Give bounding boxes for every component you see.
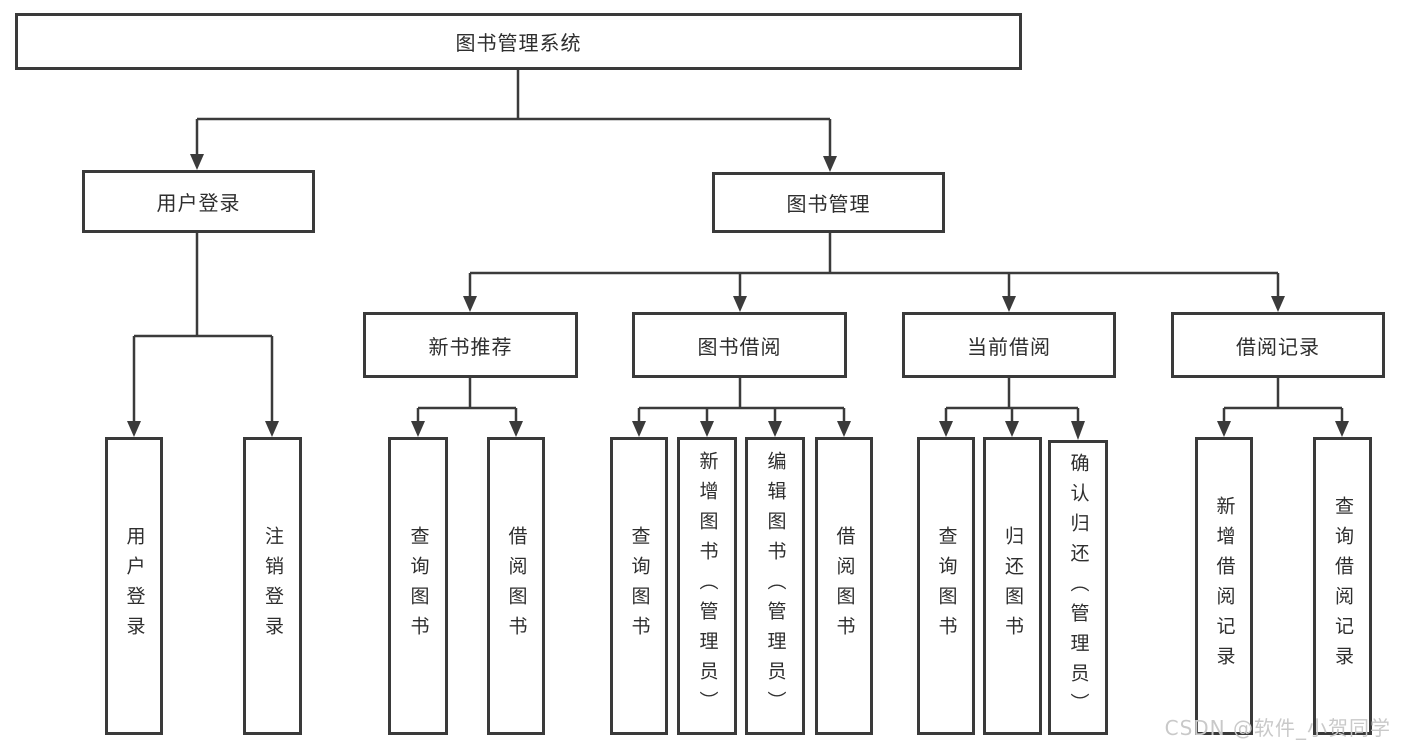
leaf-borrow-books: 借阅图书 — [815, 437, 873, 735]
leaf-borrow-books-label: 借阅图书 — [833, 526, 856, 646]
leaf-confirm-return-admin-label: 确认归还（管理员） — [1067, 452, 1090, 723]
leaf-return-books: 归还图书 — [983, 437, 1042, 735]
leaf-query-borrow-record: 查询借阅记录 — [1313, 437, 1372, 735]
leaf-user-login-label: 用户登录 — [123, 526, 146, 646]
leaf-query-books-borrow-label: 查询图书 — [628, 526, 651, 646]
leaf-query-books-current: 查询图书 — [917, 437, 975, 735]
leaf-query-books-current-label: 查询图书 — [935, 526, 958, 646]
leaf-add-books-admin-label: 新增图书（管理员） — [696, 451, 719, 721]
node-borrow-records-label: 借阅记录 — [1236, 334, 1320, 359]
leaf-query-books-recommend-label: 查询图书 — [407, 526, 430, 646]
leaf-borrow-books-recommend-label: 借阅图书 — [505, 526, 528, 646]
node-user-login: 用户登录 — [82, 170, 315, 233]
node-current-borrow: 当前借阅 — [902, 312, 1116, 378]
leaf-borrow-books-recommend: 借阅图书 — [487, 437, 545, 735]
leaf-query-books-recommend: 查询图书 — [388, 437, 448, 735]
leaf-add-books-admin: 新增图书（管理员） — [677, 437, 737, 735]
leaf-logout: 注销登录 — [243, 437, 302, 735]
tree-edges — [132, 69, 1344, 422]
leaf-user-login: 用户登录 — [105, 437, 163, 735]
leaf-add-borrow-record-label: 新增借阅记录 — [1213, 496, 1236, 676]
node-book-management-label: 图书管理 — [786, 192, 871, 216]
csdn-watermark: CSDN @软件_小贺同学 — [1164, 716, 1391, 740]
node-root: 图书管理系统 — [15, 13, 1022, 70]
node-borrow-records: 借阅记录 — [1171, 312, 1385, 378]
leaf-add-borrow-record: 新增借阅记录 — [1195, 437, 1253, 735]
leaf-confirm-return-admin: 确认归还（管理员） — [1048, 440, 1108, 735]
node-book-borrow-label: 图书借阅 — [697, 334, 782, 359]
leaf-query-borrow-record-label: 查询借阅记录 — [1332, 496, 1354, 676]
node-new-book-recommend-label: 新书推荐 — [428, 334, 513, 359]
node-new-book-recommend: 新书推荐 — [363, 312, 578, 378]
leaf-logout-label: 注销登录 — [262, 526, 284, 646]
node-root-label: 图书管理系统 — [455, 31, 582, 55]
node-book-management: 图书管理 — [712, 172, 945, 233]
arrowheads — [127, 154, 1349, 440]
leaf-query-books-borrow: 查询图书 — [610, 437, 668, 735]
leaf-edit-books-admin: 编辑图书（管理员） — [745, 437, 805, 735]
leaf-edit-books-admin-label: 编辑图书（管理员） — [764, 451, 787, 721]
node-current-borrow-label: 当前借阅 — [967, 334, 1051, 359]
leaf-return-books-label: 归还图书 — [1002, 526, 1024, 646]
node-user-login-label: 用户登录 — [156, 191, 241, 215]
node-book-borrow: 图书借阅 — [632, 312, 847, 378]
